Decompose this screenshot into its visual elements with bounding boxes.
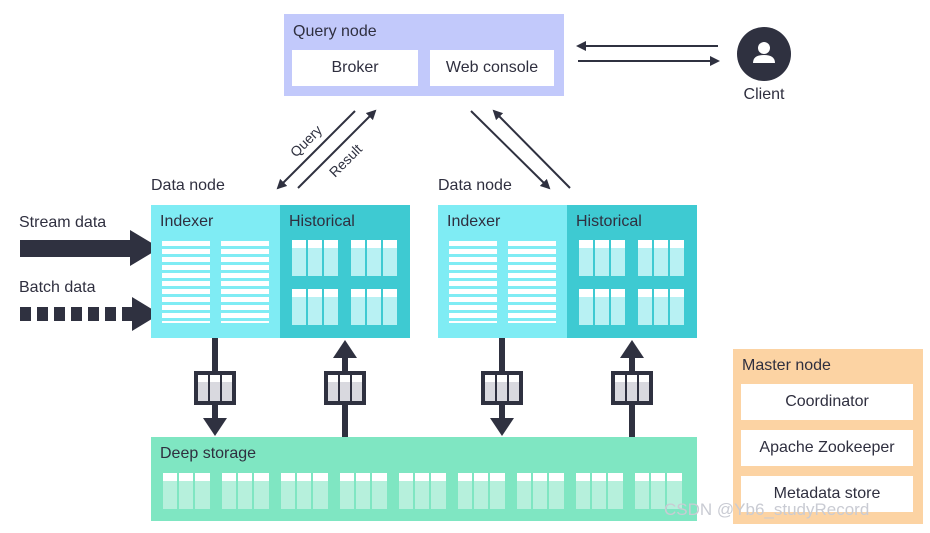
storage-segment: [340, 473, 387, 509]
user-icon: [737, 27, 791, 81]
historical-pane: Historical: [280, 205, 410, 338]
historical-title: Historical: [289, 213, 355, 230]
deep-storage: Deep storage: [151, 437, 697, 521]
storage-segment: [576, 473, 623, 509]
watermark-text: CSDN @Yb6_studyRecord: [664, 500, 870, 519]
metadata-store-box: Metadata store: [741, 476, 913, 512]
storage-segment: [281, 473, 328, 509]
segment-block: [638, 289, 684, 325]
storage-segment: [163, 473, 210, 509]
query-arrow: [276, 110, 356, 190]
historical-pane: Historical: [567, 205, 697, 338]
batch-arrow: [20, 297, 160, 331]
result-label: Result: [326, 141, 365, 180]
storage-segment: [458, 473, 505, 509]
batch-data-label: Batch data: [19, 279, 96, 296]
storage-segment: [399, 473, 446, 509]
result-arrow: [297, 109, 377, 189]
web-console-box: Web console: [430, 50, 554, 86]
indexer-pane: Indexer: [438, 205, 567, 338]
broker-box: Broker: [292, 50, 418, 86]
indexer-title: Indexer: [447, 213, 501, 230]
deep-storage-title: Deep storage: [160, 445, 257, 462]
stream-arrow-shaft: [20, 240, 132, 257]
segment-block: [351, 289, 397, 325]
data-node-title: Data node: [438, 177, 512, 194]
indexer-stream: [508, 241, 556, 323]
segment-block: [579, 289, 625, 325]
coordinator-box: Coordinator: [741, 384, 913, 420]
stream-data-label: Stream data: [19, 214, 107, 231]
query-node: Query node Broker Web console: [284, 14, 564, 96]
indexer-pane: Indexer: [151, 205, 280, 338]
segment-block: [292, 289, 338, 325]
zookeeper-box: Apache Zookeeper: [741, 430, 913, 466]
storage-segment: [635, 473, 682, 509]
indexer-title: Indexer: [160, 213, 214, 230]
segment-transfer-icon: [324, 371, 366, 405]
data-node-title: Data node: [151, 177, 225, 194]
storage-segment: [222, 473, 269, 509]
client-label: Client: [743, 86, 785, 103]
historical-title: Historical: [576, 213, 642, 230]
indexer-stream: [449, 241, 497, 323]
segment-block: [351, 240, 397, 276]
stream-arrow-head: [130, 230, 160, 266]
segment-block: [579, 240, 625, 276]
segment-transfer-icon: [481, 371, 523, 405]
segment-block: [292, 240, 338, 276]
query-node-title: Query node: [293, 23, 377, 40]
query-arrow-right: [470, 110, 551, 190]
storage-segment: [517, 473, 564, 509]
result-arrow-right: [492, 109, 571, 189]
indexer-stream: [162, 241, 210, 323]
query-label: Query: [287, 122, 325, 160]
master-node: Master node Coordinator Apache Zookeeper…: [733, 349, 923, 524]
segment-block: [638, 240, 684, 276]
master-node-title: Master node: [742, 357, 831, 374]
indexer-stream: [221, 241, 269, 323]
segment-transfer-icon: [611, 371, 653, 405]
segment-transfer-icon: [194, 371, 236, 405]
vertical-shafts: [203, 338, 644, 438]
